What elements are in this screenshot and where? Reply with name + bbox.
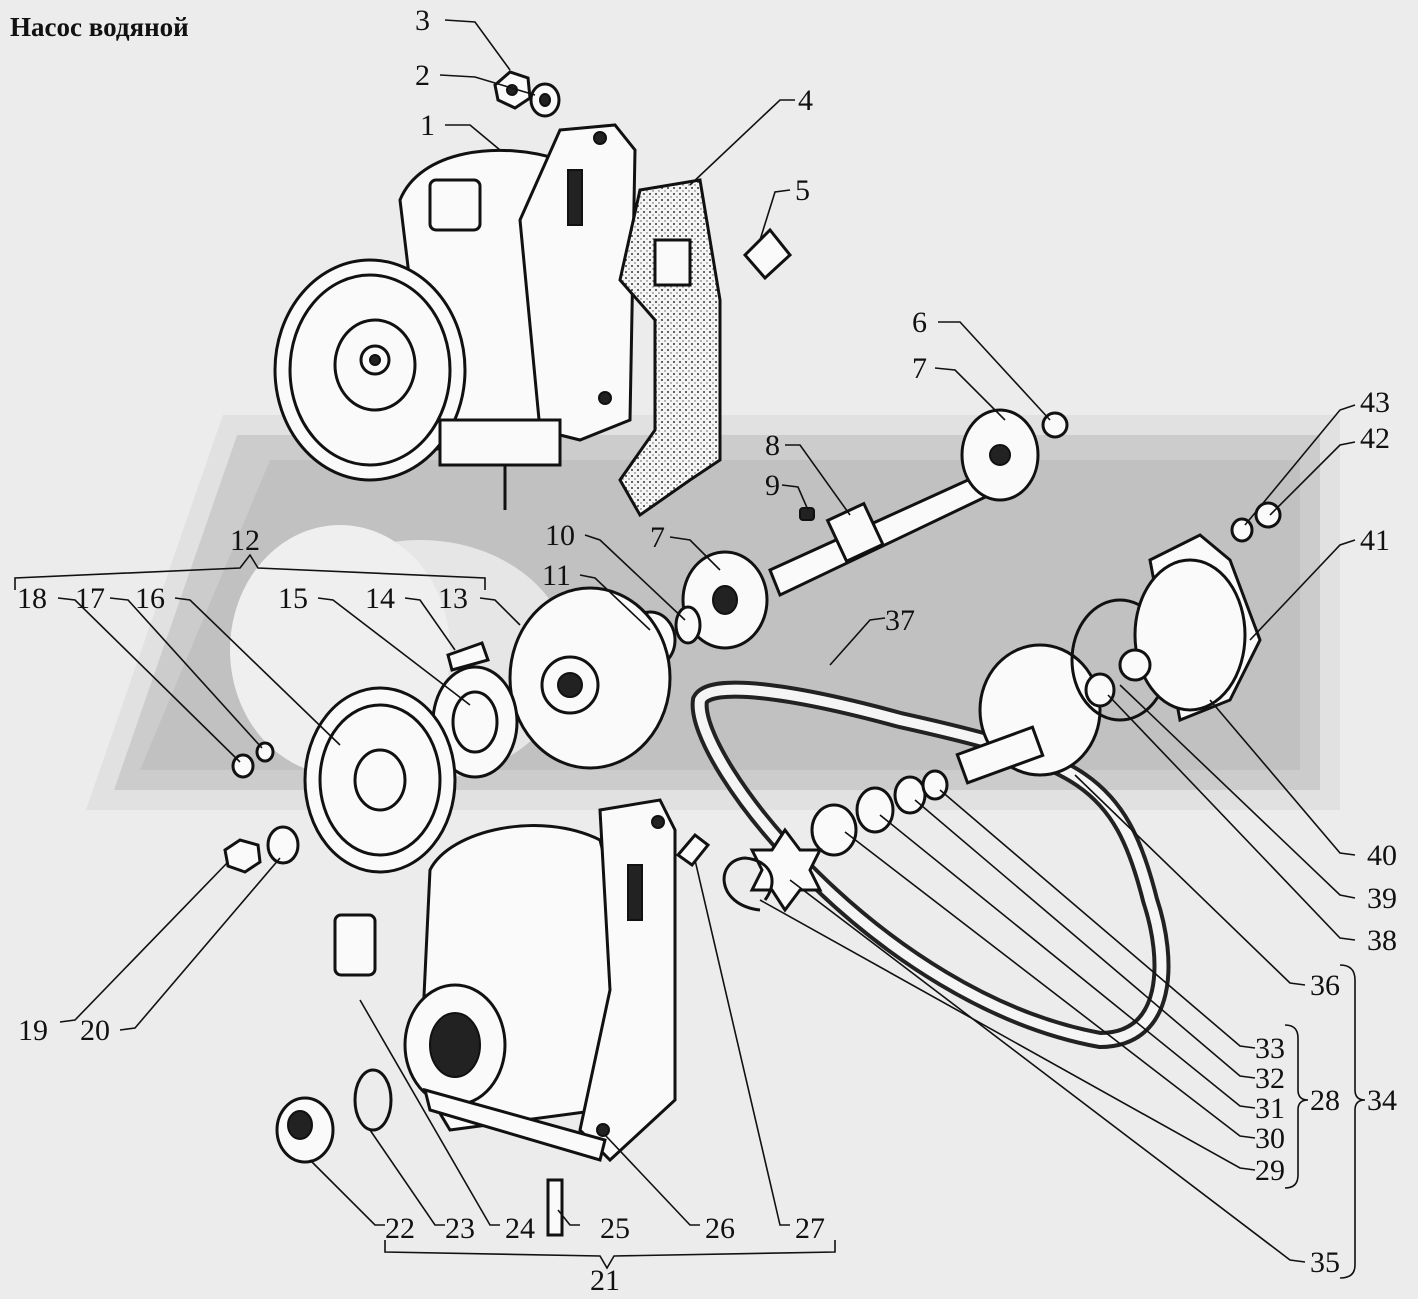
callout-42: 42 (1360, 422, 1390, 455)
part-5-stud (742, 227, 793, 281)
part-16-pulley (303, 686, 457, 874)
callout-18: 18 (17, 582, 47, 615)
part-14-stud (446, 641, 490, 672)
callout-3: 3 (415, 4, 430, 37)
part-7-bearing-lower (681, 550, 769, 650)
callout-8: 8 (765, 429, 780, 462)
part-21-housing (403, 798, 677, 1163)
diagram-title: Насос водяной (10, 12, 189, 42)
part-19-nut (223, 838, 262, 874)
part-42-washer (1254, 501, 1282, 529)
callout-43: 43 (1360, 386, 1390, 419)
part-4-gasket-plate (618, 178, 722, 518)
part-20-lock-washer (266, 825, 300, 865)
callout-1: 1 (420, 109, 435, 142)
part-1-pump-assembly (273, 123, 637, 510)
callout-26: 26 (705, 1212, 735, 1245)
part-29-to-33-seal-set (810, 769, 949, 857)
callout-24: 24 (505, 1212, 535, 1245)
part-9-key (799, 507, 815, 521)
callout-9: 9 (765, 469, 780, 502)
callout-31: 31 (1255, 1092, 1285, 1125)
leader-lines (14, 19, 1366, 1279)
callout-11: 11 (542, 559, 571, 592)
part-snap-ring (722, 856, 774, 912)
callout-4: 4 (798, 84, 813, 117)
callout-30: 30 (1255, 1122, 1285, 1155)
callout-7-lower: 7 (650, 521, 665, 554)
part-36-impeller (955, 643, 1102, 785)
part-2-washer (529, 82, 561, 118)
callout-39: 39 (1367, 882, 1397, 915)
callout-labels: 3 2 1 4 5 6 7 8 9 10 11 7 12 13 14 15 16… (17, 4, 1397, 1297)
callout-27: 27 (795, 1212, 825, 1245)
part-15-plate (431, 665, 519, 779)
callout-15: 15 (278, 582, 308, 615)
part-22-plug (275, 1096, 335, 1164)
callout-5: 5 (795, 174, 810, 207)
callout-17: 17 (75, 582, 105, 615)
part-25-stud (546, 1178, 564, 1237)
part-10-ring (674, 605, 702, 645)
callout-13: 13 (438, 582, 468, 615)
callout-33: 33 (1255, 1032, 1285, 1065)
callout-22: 22 (385, 1212, 415, 1245)
part-24-fitting (333, 913, 377, 977)
callout-29: 29 (1255, 1154, 1285, 1187)
part-13-hub (508, 586, 672, 770)
callout-28: 28 (1310, 1084, 1340, 1117)
callout-12: 12 (230, 524, 260, 557)
callout-21: 21 (590, 1264, 620, 1297)
part-35-star-washer (749, 827, 823, 913)
callout-19: 19 (18, 1014, 48, 1047)
callout-37: 37 (885, 604, 915, 637)
callout-6: 6 (912, 306, 927, 339)
callout-36: 36 (1310, 969, 1340, 1002)
callout-25: 25 (600, 1212, 630, 1245)
callout-35: 35 (1310, 1246, 1340, 1279)
callout-41: 41 (1360, 524, 1390, 557)
callout-20: 20 (80, 1014, 110, 1047)
part-27-stud (675, 832, 711, 868)
callout-7-upper: 7 (912, 352, 927, 385)
callout-34: 34 (1367, 1084, 1397, 1117)
part-23-o-ring (353, 1068, 393, 1132)
callout-10: 10 (545, 519, 575, 552)
callout-40: 40 (1367, 839, 1397, 872)
callout-32: 32 (1255, 1062, 1285, 1095)
callout-2: 2 (415, 59, 430, 92)
callout-23: 23 (445, 1212, 475, 1245)
part-7-bearing-upper (960, 408, 1040, 502)
part-39-washer (1084, 672, 1116, 708)
callout-38: 38 (1367, 924, 1397, 957)
part-3-nut (493, 70, 532, 110)
part-41-cover (1118, 533, 1262, 723)
callout-14: 14 (365, 582, 395, 615)
callout-16: 16 (135, 582, 165, 615)
part-43-nut (1230, 517, 1254, 543)
